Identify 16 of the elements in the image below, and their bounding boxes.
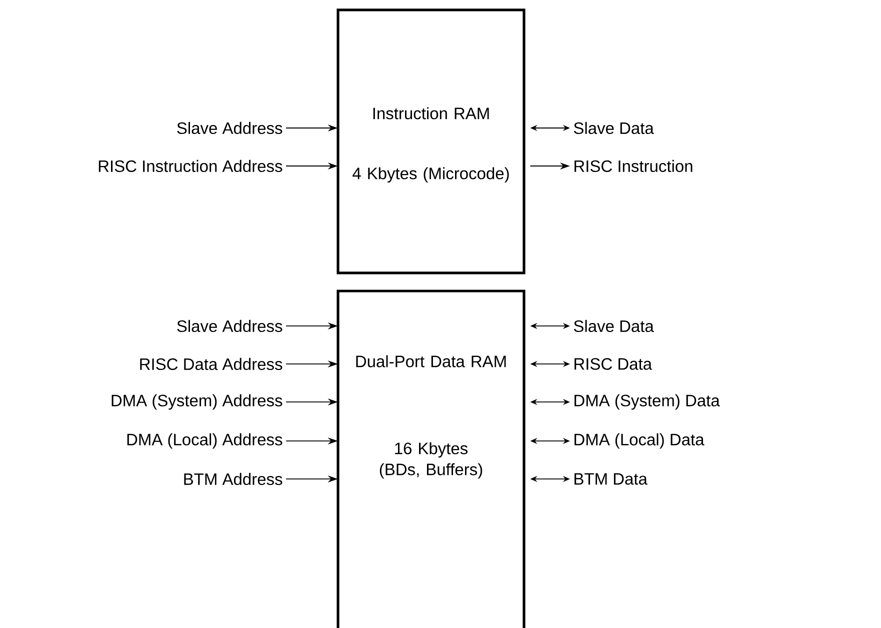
memory-block: Instruction RAM 4 Kbytes (Microcode) [336, 8, 526, 274]
signal-label: DMA (Local) Data [574, 433, 704, 449]
signal-label: Slave Data [574, 320, 654, 332]
signal-label: BTM Data [574, 473, 648, 485]
signal-label: RISC Instruction [574, 160, 692, 172]
signal-label: DMA (Local) Address [127, 433, 282, 449]
signal-label: BTM Address [184, 472, 282, 486]
signal-label: Slave Data [574, 122, 654, 134]
signal-label: DMA (System) Data [574, 394, 720, 410]
signal-label: RISC Data Address [140, 358, 282, 370]
signal-label: Slave Address [177, 122, 282, 134]
signal-label: RISC Instruction Address [98, 160, 282, 172]
signal-label: Slave Address [177, 320, 282, 332]
memory-block: Dual-Port Data RAM 16 Kbytes (BDs, Buffers) [336, 290, 526, 628]
signal-label: RISC Data [574, 358, 652, 370]
signal-label: DMA (System) Address [112, 394, 282, 410]
